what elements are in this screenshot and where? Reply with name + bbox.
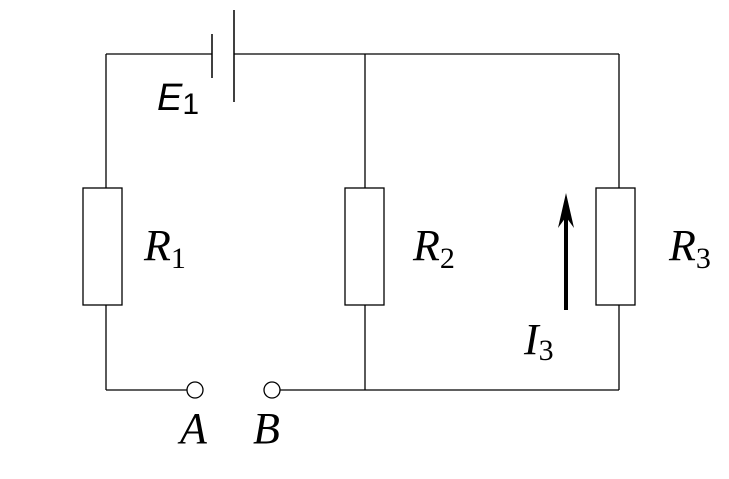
label-r2-sub: 2 [440,242,455,275]
label-r1-main: R [143,221,171,270]
label-r3-sub: 3 [696,242,711,275]
label-i3-sub: 3 [539,334,554,367]
label-r3-main: R [668,221,696,270]
label-r1: R1 [143,221,186,275]
label-terminal-a: A [177,404,208,453]
current-arrow-head [558,193,574,228]
resistor-r2 [344,187,385,306]
terminal-a [186,381,204,399]
label-e1-sub: 1 [182,88,199,121]
label-r1-sub: 1 [171,242,186,275]
label-r2-main: R [412,221,440,270]
resistor-r3 [595,187,636,306]
label-e1-main: E [157,77,183,119]
resistor-r1 [82,187,123,306]
label-r3: R3 [668,221,711,275]
terminal-b [263,381,281,399]
label-i3-main: I [523,315,541,364]
label-terminal-b: B [253,404,280,453]
label-i3: I3 [523,315,554,367]
label-r2: R2 [412,221,455,275]
label-e1: E1 [157,77,199,121]
